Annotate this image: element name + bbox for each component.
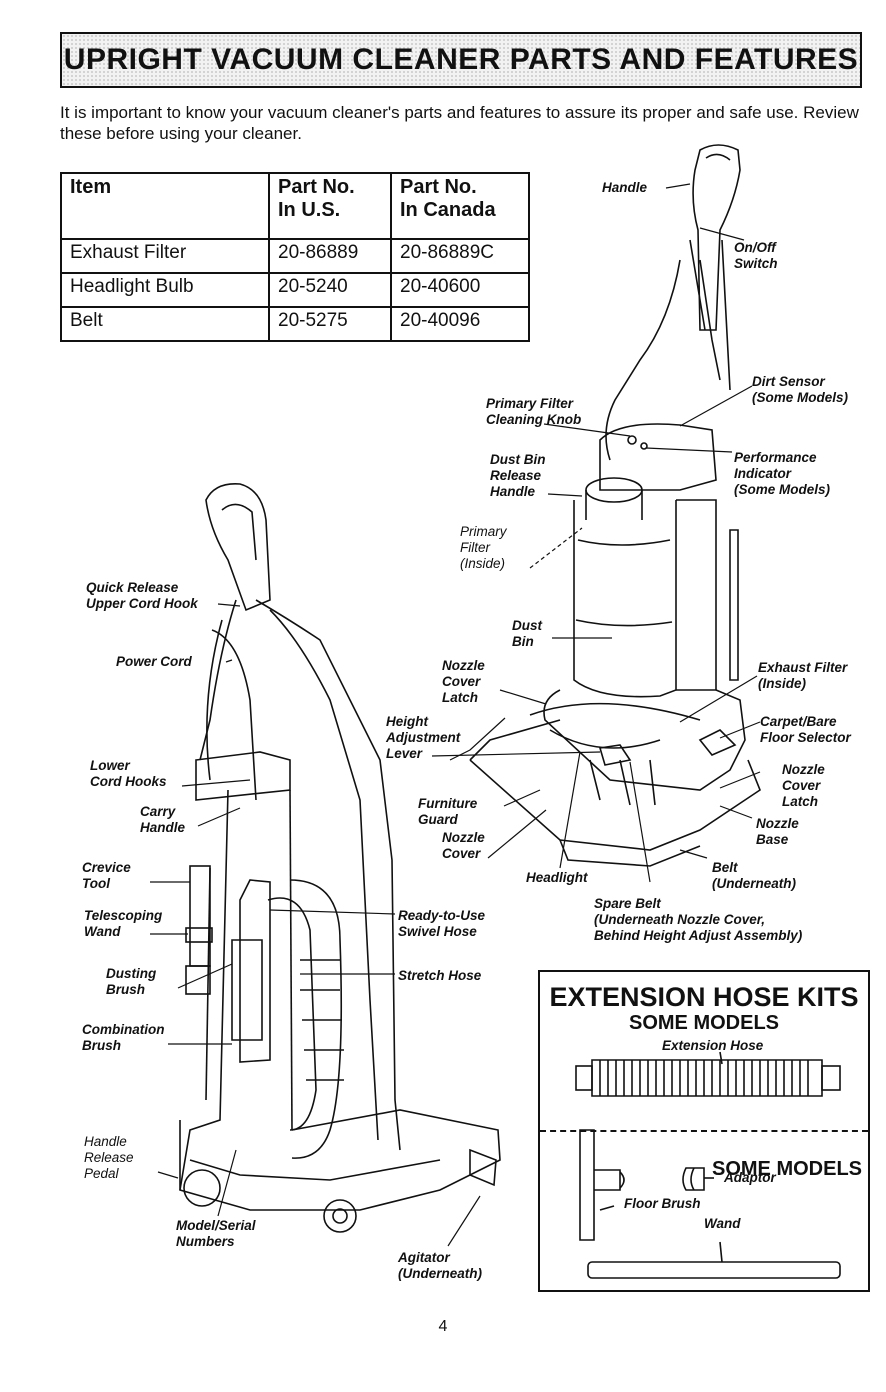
label-nozzle-cover-latch-left: Nozzle Cover Latch <box>442 658 485 706</box>
label-handle: Handle <box>602 180 647 196</box>
front-view-vacuum <box>470 145 760 866</box>
label-floor-brush: Floor Brush <box>624 1196 701 1212</box>
label-adaptor: Adaptor <box>724 1170 776 1186</box>
label-headlight: Headlight <box>526 870 588 886</box>
label-dirt-sensor: Dirt Sensor (Some Models) <box>752 374 848 406</box>
label-belt: Belt (Underneath) <box>712 860 796 892</box>
label-primary-filter: Primary Filter (Inside) <box>460 524 507 572</box>
label-carpet-selector: Carpet/Bare Floor Selector <box>760 714 851 746</box>
label-furniture-guard: Furniture Guard <box>418 796 477 828</box>
label-crevice-tool: Crevice Tool <box>82 860 131 892</box>
kit-divider <box>540 1130 868 1132</box>
page-number: 4 <box>0 1318 886 1336</box>
label-combination-brush: Combination Brush <box>82 1022 165 1054</box>
label-height-adjustment: Height Adjustment Lever <box>386 714 460 762</box>
label-power-cord: Power Cord <box>116 654 192 670</box>
label-nozzle-base: Nozzle Base <box>756 816 799 848</box>
extension-hose-kit-box: EXTENSION HOSE KITS SOME MODELS Extensio… <box>538 970 870 1292</box>
label-wand: Wand <box>704 1216 741 1232</box>
label-on-off-switch: On/Off Switch <box>734 240 778 272</box>
label-extension-hose: Extension Hose <box>662 1038 763 1054</box>
label-nozzle-cover: Nozzle Cover <box>442 830 485 862</box>
label-dust-bin: Dust Bin <box>512 618 542 650</box>
label-carry-handle: Carry Handle <box>140 804 185 836</box>
kit-title: EXTENSION HOSE KITS <box>540 982 868 1013</box>
label-lower-cord-hooks: Lower Cord Hooks <box>90 758 167 790</box>
kit-subtitle: SOME MODELS <box>540 1012 868 1035</box>
label-telescoping-wand: Telescoping Wand <box>84 908 162 940</box>
label-nozzle-cover-latch-right: Nozzle Cover Latch <box>782 762 825 810</box>
label-stretch-hose: Stretch Hose <box>398 968 481 984</box>
label-exhaust-filter: Exhaust Filter (Inside) <box>758 660 847 692</box>
label-spare-belt: Spare Belt (Underneath Nozzle Cover, Beh… <box>594 896 802 944</box>
label-ready-to-use-hose: Ready-to-Use Swivel Hose <box>398 908 485 940</box>
label-primary-filter-knob: Primary Filter Cleaning Knob <box>486 396 581 428</box>
label-agitator: Agitator (Underneath) <box>398 1250 482 1282</box>
label-dusting-brush: Dusting Brush <box>106 966 156 998</box>
label-model-serial: Model/Serial Numbers <box>176 1218 256 1250</box>
label-handle-release-pedal: Handle Release Pedal <box>84 1134 134 1182</box>
label-dust-bin-release: Dust Bin Release Handle <box>490 452 546 500</box>
label-quick-release-hook: Quick Release Upper Cord Hook <box>86 580 198 612</box>
label-performance-indicator: Performance Indicator (Some Models) <box>734 450 830 498</box>
